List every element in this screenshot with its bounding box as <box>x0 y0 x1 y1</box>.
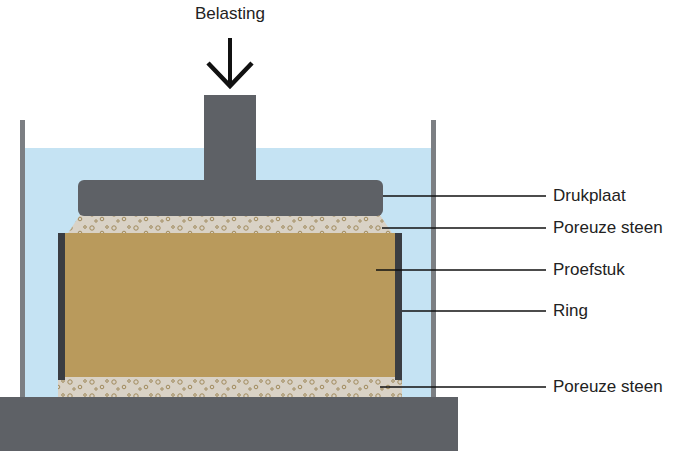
sample <box>65 233 395 377</box>
ring-wall <box>395 233 402 380</box>
porous-stone-bottom <box>58 376 402 397</box>
part-label: Proefstuk <box>553 260 625 280</box>
container-wall <box>20 120 25 398</box>
load-label: Belasting <box>195 4 265 24</box>
load-arrowhead <box>208 63 252 86</box>
part-label: Poreuze steen <box>553 377 663 397</box>
part-label: Poreuze steen <box>553 218 663 238</box>
part-label: Drukplaat <box>553 186 626 206</box>
ring-wall <box>58 233 65 380</box>
load-arrow <box>228 38 232 84</box>
pressure-plate <box>78 180 383 216</box>
base-plate <box>0 397 458 451</box>
porous-stone-top <box>68 215 392 233</box>
part-label: Ring <box>553 301 588 321</box>
pressure-stem <box>204 95 256 185</box>
water <box>24 148 432 398</box>
container-wall <box>431 120 436 398</box>
leader-lines <box>376 196 546 387</box>
